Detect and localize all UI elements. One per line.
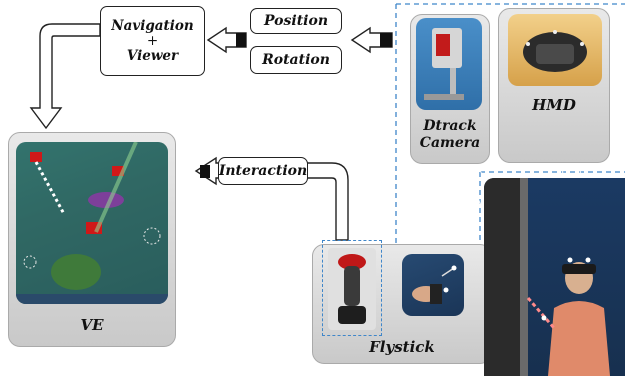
flystick-hand-photo [402, 254, 464, 316]
dtrack-caption: Dtrack Camera [410, 118, 490, 152]
arrow-navigation-to-ve [29, 23, 101, 130]
hmd-photo [508, 14, 602, 86]
navigation-viewer-box: Navigation + Viewer [100, 6, 205, 76]
viewer-label: Viewer [126, 47, 179, 64]
flystick-dashed-frame [322, 240, 382, 336]
flystick-joystick-photo [328, 248, 376, 330]
navigation-label: Navigation [111, 17, 194, 34]
rotation-box: Rotation [250, 46, 342, 74]
dtrack-caption-line1: Dtrack [423, 118, 477, 134]
flystick-caption: Flystick [369, 338, 435, 356]
rotation-label: Rotation [262, 52, 330, 68]
hmd-caption: HMD [532, 96, 576, 114]
dtrack-caption-line2: Camera [419, 135, 481, 151]
plus-label: + [146, 32, 159, 49]
dtrack-camera-photo [416, 18, 482, 110]
ve-caption: VE [80, 316, 104, 334]
position-label: Position [264, 13, 328, 29]
interaction-box: Interaction [218, 157, 308, 185]
interaction-label: Interaction [218, 163, 308, 179]
ve-screenshot [16, 142, 168, 304]
position-box: Position [250, 8, 342, 34]
tracked-user-photo [484, 178, 625, 376]
